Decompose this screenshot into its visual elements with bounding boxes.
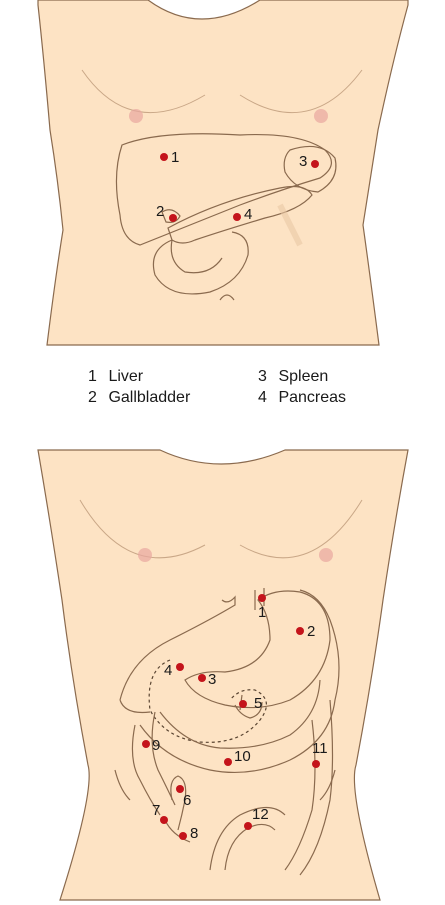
bottom-marker-9-dot bbox=[142, 740, 150, 748]
top-marker-2-label: 2 bbox=[156, 203, 164, 220]
bottom-gallbladder-dashed bbox=[148, 659, 267, 743]
top-marker-3-dot bbox=[311, 160, 319, 168]
legend-item-2: 2 Gallbladder bbox=[88, 387, 190, 408]
top-gallbladder-outline bbox=[161, 209, 181, 223]
top-marker-3-label: 3 bbox=[299, 153, 307, 170]
legend-right-column: 3 Spleen 4 Pancreas bbox=[258, 366, 346, 408]
bottom-descending-colon bbox=[284, 699, 334, 876]
bottom-nipple-left bbox=[138, 548, 152, 562]
bottom-marker-9-label: 9 bbox=[152, 737, 160, 754]
bottom-pectoral-left bbox=[79, 499, 206, 559]
bottom-marker-1-dot bbox=[258, 594, 266, 602]
bottom-marker-8-label: 8 bbox=[190, 825, 198, 842]
bottom-marker-11-label: 11 bbox=[312, 740, 328, 757]
top-marker-1-label: 1 bbox=[171, 149, 179, 166]
legend-item-4: 4 Pancreas bbox=[258, 387, 346, 408]
bottom-marker-8-dot bbox=[179, 832, 187, 840]
top-pectoral-right bbox=[239, 69, 363, 114]
legend-item-1-num: 1 bbox=[88, 368, 97, 385]
legend-item-2-label: Gallbladder bbox=[108, 389, 191, 406]
top-navel bbox=[219, 294, 235, 301]
top-pancreas-outline bbox=[167, 185, 313, 244]
bottom-marker-4-dot bbox=[176, 663, 184, 671]
legend-item-3-num: 3 bbox=[258, 368, 267, 385]
top-torso-silhouette bbox=[37, 0, 409, 346]
bottom-marker-6-label: 6 bbox=[183, 792, 191, 809]
bottom-torso-figure: 1 2 3 4 5 6 7 8 9 10 11 12 bbox=[37, 449, 409, 901]
top-spleen-outline bbox=[283, 145, 337, 193]
top-linea bbox=[277, 203, 303, 247]
legend-item-4-label: Pancreas bbox=[278, 389, 347, 406]
bottom-nipple-right bbox=[319, 548, 333, 562]
bottom-stomach-outline bbox=[184, 590, 331, 709]
bottom-liver-outline bbox=[119, 595, 236, 714]
bottom-marker-3-label: 3 bbox=[208, 671, 216, 688]
bottom-iliac-left bbox=[114, 769, 131, 801]
top-nipple-left bbox=[129, 109, 143, 123]
bottom-marker-5-label: 5 bbox=[254, 695, 262, 712]
bottom-marker-4-label: 4 bbox=[164, 662, 172, 679]
top-liver-outline bbox=[115, 133, 332, 246]
top-marker-1-dot bbox=[160, 153, 168, 161]
legend-item-1-label: Liver bbox=[108, 368, 144, 385]
legend-left-column: 1 Liver 2 Gallbladder bbox=[88, 366, 190, 408]
top-torso-figure: 1 2 3 4 bbox=[37, 0, 409, 346]
bottom-iliac-right bbox=[319, 769, 336, 801]
bottom-torso-silhouette bbox=[37, 449, 409, 901]
bottom-marker-6-dot bbox=[176, 785, 184, 793]
bottom-marker-7-dot bbox=[160, 816, 168, 824]
legend-item-2-num: 2 bbox=[88, 389, 97, 406]
bottom-pectoral-right bbox=[239, 499, 363, 559]
bottom-marker-2-dot bbox=[296, 627, 304, 635]
bottom-marker-12-dot bbox=[244, 822, 252, 830]
top-nipple-right bbox=[314, 109, 328, 123]
bottom-marker-3-dot bbox=[198, 674, 206, 682]
bottom-marker-10-label: 10 bbox=[234, 748, 251, 765]
legend-item-3-label: Spleen bbox=[278, 368, 329, 385]
bottom-marker-11-dot bbox=[312, 760, 320, 768]
top-marker-4-dot bbox=[233, 213, 241, 221]
bottom-marker-2-label: 2 bbox=[307, 623, 315, 640]
legend-item-1: 1 Liver bbox=[88, 366, 190, 387]
bottom-marker-5-dot bbox=[239, 700, 247, 708]
top-marker-4-label: 4 bbox=[244, 206, 252, 223]
legend-item-4-num: 4 bbox=[258, 389, 267, 406]
bottom-marker-12-label: 12 bbox=[252, 806, 269, 823]
bottom-marker-10-dot bbox=[224, 758, 232, 766]
bottom-marker-7-label: 7 bbox=[152, 802, 160, 819]
top-duodenum-outline bbox=[152, 231, 249, 295]
bottom-marker-1-label: 1 bbox=[258, 604, 266, 621]
legend-item-3: 3 Spleen bbox=[258, 366, 346, 387]
bottom-colon-outline bbox=[131, 589, 340, 816]
top-marker-2-dot bbox=[169, 214, 177, 222]
